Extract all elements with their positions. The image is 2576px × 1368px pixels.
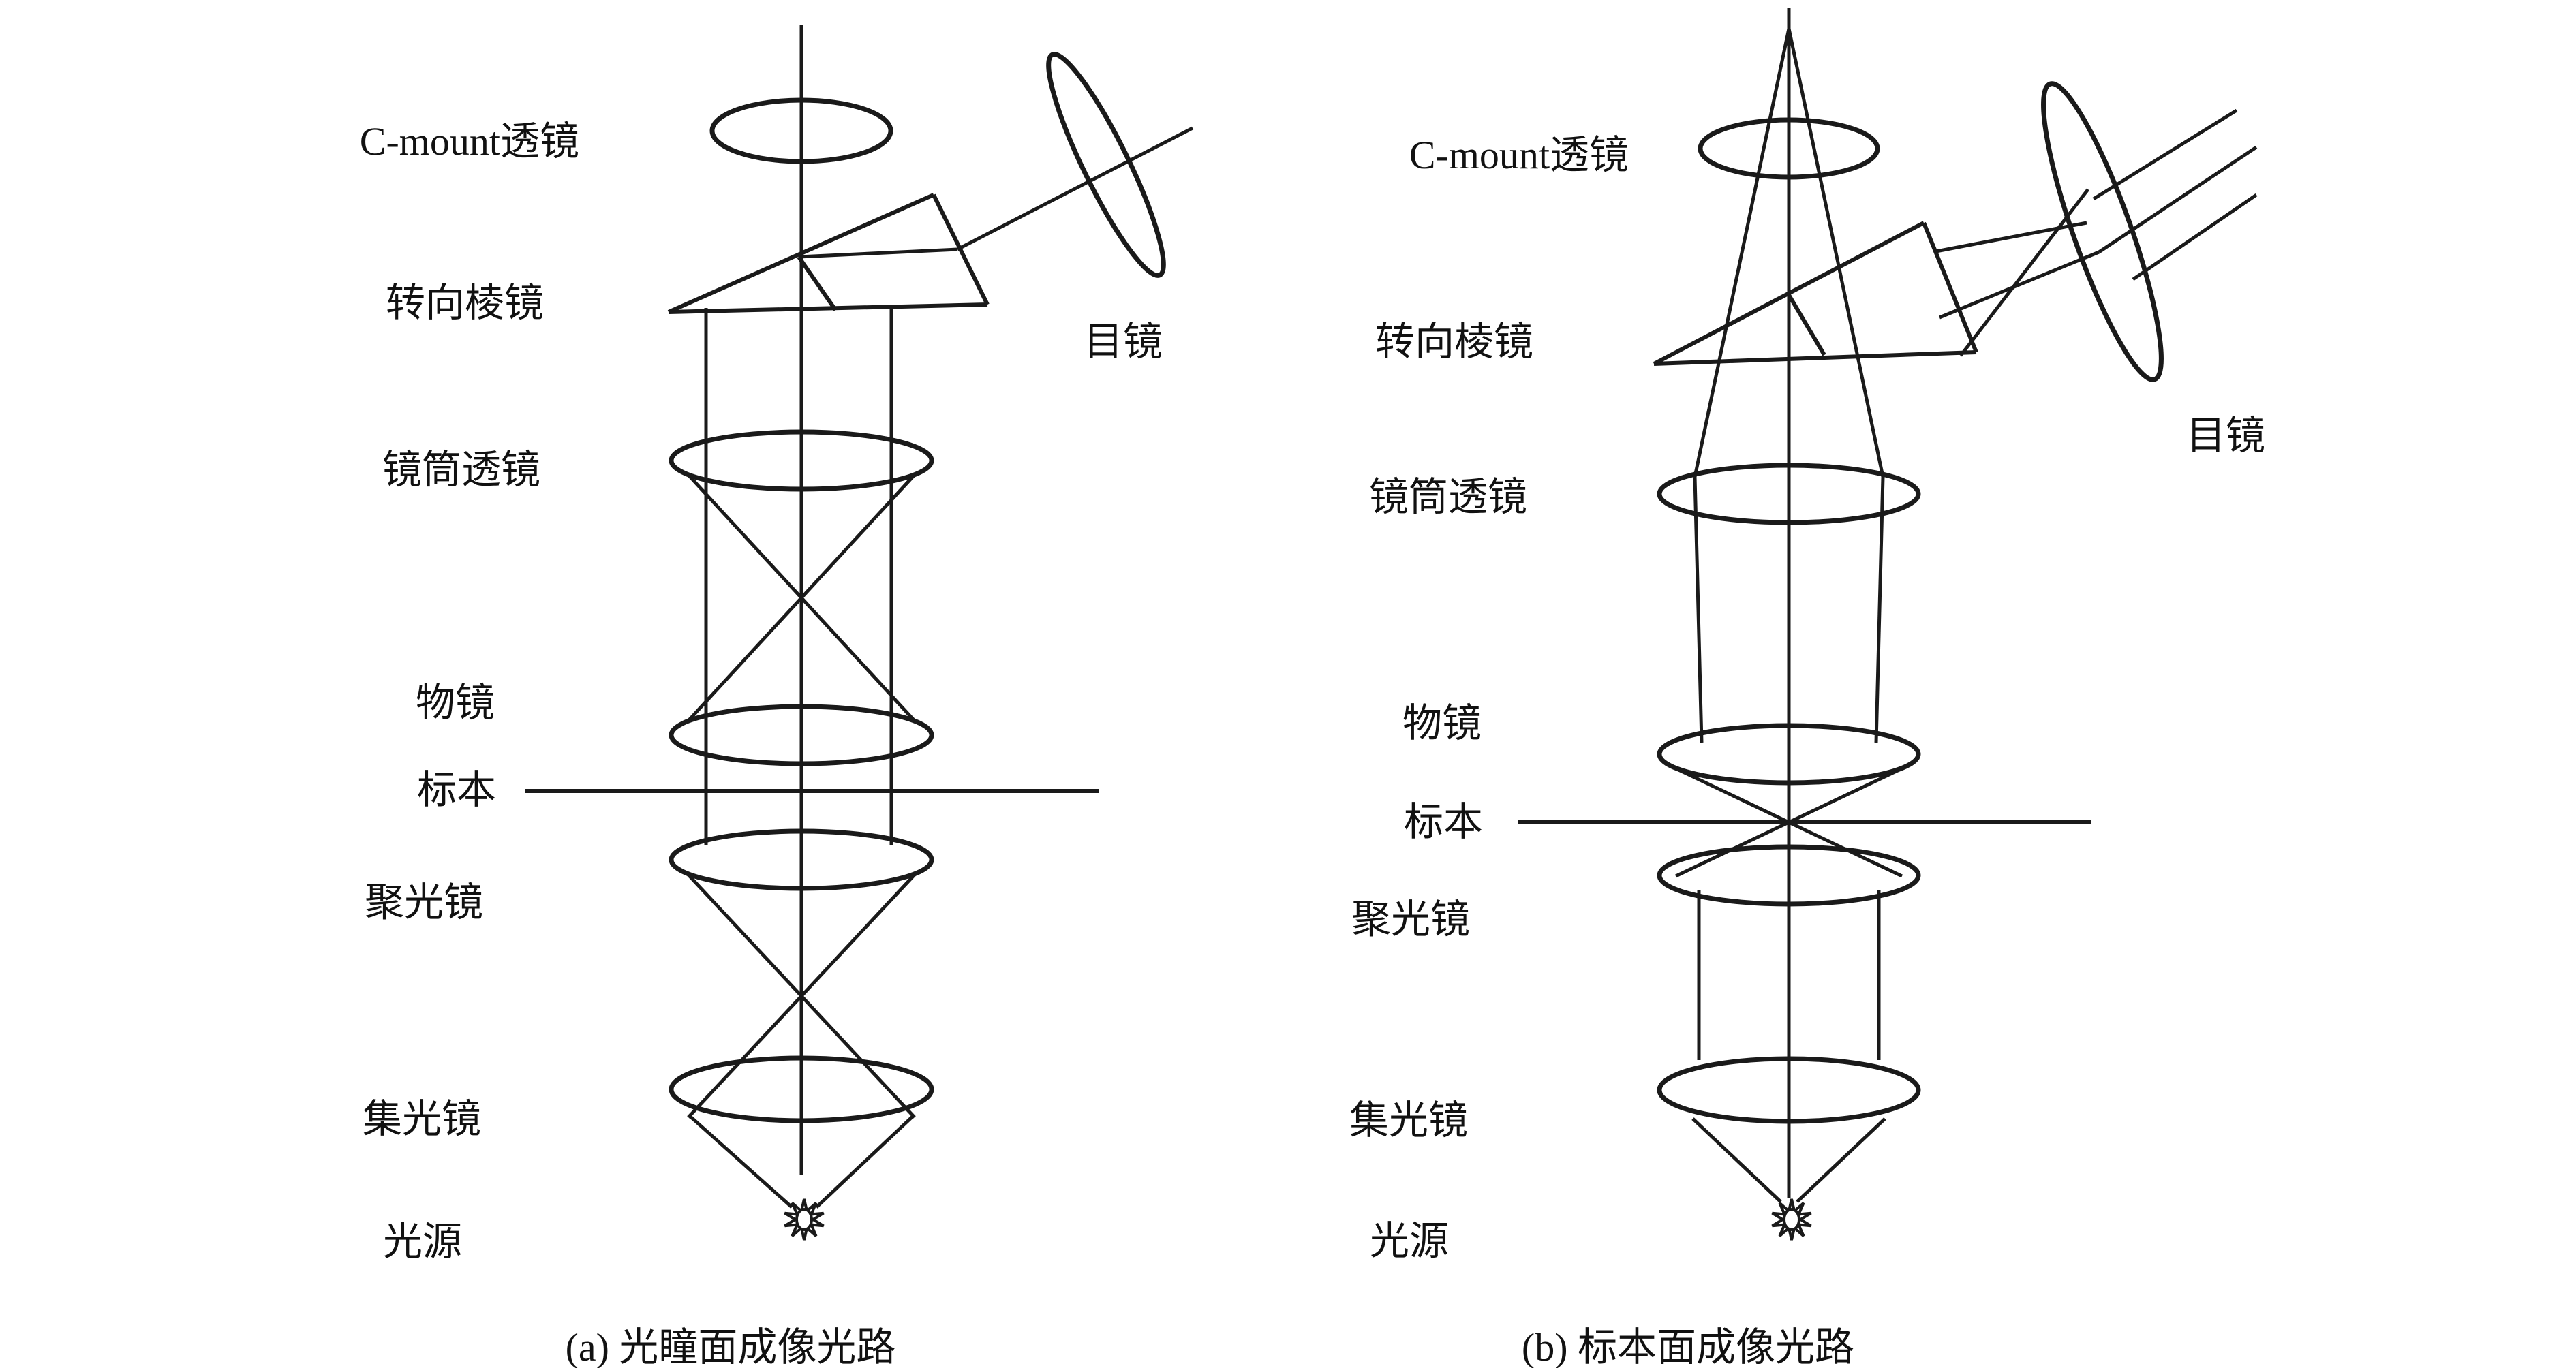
label-a-condenser: 聚光镜 xyxy=(364,880,483,924)
prism-hypotenuse-a xyxy=(667,193,935,314)
label-b-turning-prism: 转向棱镜 xyxy=(1375,320,1533,364)
eyepiece-lens-b xyxy=(2041,81,2164,382)
star-core xyxy=(1783,1208,1800,1231)
source-ray-right-a xyxy=(815,1115,915,1209)
exit-ray-3-b xyxy=(2132,193,2258,281)
light-source-star-b xyxy=(1771,1198,1812,1241)
prism-right-edge-b xyxy=(1922,221,1978,354)
condenser-lens-b xyxy=(1657,844,1921,907)
turning-prism-b xyxy=(1653,221,1978,366)
source-ray-left-a xyxy=(688,1115,793,1209)
ray-left-vertical-b xyxy=(1693,476,1704,743)
diagram-b xyxy=(1518,8,2258,1241)
eyepiece-ray-outer-a xyxy=(956,126,1194,251)
c-mount-lens-a xyxy=(709,97,893,164)
collector-lens-b xyxy=(1657,1056,1921,1124)
cross-ray-4-a xyxy=(687,873,916,1119)
objective-lens-a xyxy=(669,704,934,766)
ray-right-vertical-b xyxy=(1874,476,1885,743)
light-source-star-a xyxy=(784,1198,825,1241)
prism-right-edge-a xyxy=(932,193,990,306)
label-a-light-source: 光源 xyxy=(382,1219,462,1264)
collector-lens-a xyxy=(669,1055,934,1123)
label-a-c-mount-lens: C-mount透镜 xyxy=(359,119,579,164)
prism-inner-edge-b xyxy=(1787,294,1826,356)
label-b-tube-lens: 镜筒透镜 xyxy=(1368,475,1527,519)
star-core xyxy=(795,1208,813,1231)
eyepiece-ray-inner-a xyxy=(798,247,958,259)
prism-hypotenuse-b xyxy=(1653,221,1925,366)
exit-ray-2-b xyxy=(2098,145,2258,254)
label-a-eyepiece: 目镜 xyxy=(1083,320,1163,364)
label-a-tube-lens: 镜筒透镜 xyxy=(382,448,540,492)
source-ray-right-b xyxy=(1796,1117,1886,1203)
label-a-turning-prism: 转向棱镜 xyxy=(385,281,544,325)
label-b-c-mount-lens: C-mount透镜 xyxy=(1409,133,1629,177)
cone-ray-right-b xyxy=(1787,28,1885,478)
label-b-collector: 集光镜 xyxy=(1349,1098,1468,1142)
source-ray-left-b xyxy=(1691,1117,1782,1203)
condenser-lens-a xyxy=(669,828,934,891)
eyepiece-lens-a xyxy=(1046,52,1166,278)
label-a-specimen: 标本 xyxy=(416,768,496,812)
eyepiece-ray-shallow-b xyxy=(1935,221,2087,253)
caption-b: (b) 标本面成像光路 xyxy=(1521,1325,1855,1368)
eyepiece-ray-main-b xyxy=(1939,250,2100,320)
cone-ray-left-b xyxy=(1693,28,1791,478)
label-b-specimen: 标本 xyxy=(1403,800,1483,844)
label-b-objective: 物镜 xyxy=(1402,701,1482,745)
cross-ray-2-a xyxy=(687,473,916,722)
c-mount-lens-b xyxy=(1698,117,1880,180)
label-a-collector: 集光镜 xyxy=(362,1097,481,1141)
diagram-a xyxy=(525,25,1194,1241)
label-b-light-source: 光源 xyxy=(1369,1219,1449,1263)
label-b-eyepiece: 目镜 xyxy=(2186,414,2266,458)
prism-base-a xyxy=(668,302,988,314)
prism-base-b xyxy=(1653,350,1977,366)
eyepiece-ray-steep-b xyxy=(1959,188,2089,357)
tube-lens-a xyxy=(669,429,934,492)
label-b-condenser: 聚光镜 xyxy=(1351,897,1470,942)
prism-inner-edge-a xyxy=(797,255,838,311)
label-a-objective: 物镜 xyxy=(415,681,495,725)
objective-lens-b xyxy=(1657,723,1921,786)
turning-prism-a xyxy=(667,193,990,314)
tube-lens-b xyxy=(1657,463,1921,525)
caption-a: (a) 光瞳面成像光路 xyxy=(565,1325,896,1368)
